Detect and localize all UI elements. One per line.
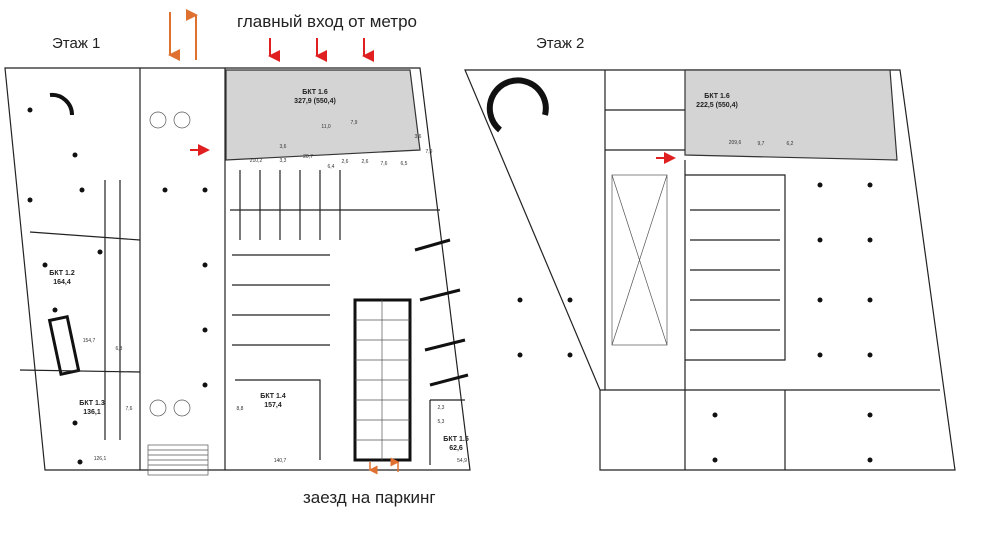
floor1-title: Этаж 1	[52, 35, 101, 52]
room-area: 7,6	[381, 161, 388, 167]
room-area: 140,7	[274, 458, 287, 464]
room-area: 3,3	[280, 158, 287, 164]
room-area: 8,8	[237, 406, 244, 412]
room-area: 7,9	[426, 149, 433, 155]
floor2-plan: БКТ 1.6 222,5 (550,4) 209,6 9,7 6,2	[464, 69, 956, 471]
room-area: 154,7	[83, 338, 96, 344]
room-area: 11,0	[321, 124, 331, 130]
parking-entrance-label: заезд на паркинг	[303, 488, 436, 507]
room-area: 210,2	[250, 158, 263, 164]
room-area: 2,6	[362, 159, 369, 165]
unit-name: БКТ 1.4	[260, 393, 286, 400]
room-area: 126,1	[94, 456, 107, 462]
unit-area: 157,4	[264, 402, 282, 409]
unit-area: 136,1	[83, 409, 101, 416]
room-area: 2,6	[342, 159, 349, 165]
entrance-arrows	[168, 9, 676, 475]
room-area: 6,2	[787, 141, 794, 147]
room-area: 6,3	[116, 346, 123, 352]
room-area: 6,4	[328, 164, 335, 170]
room-area: 5,3	[438, 419, 445, 425]
room-area: 3,6	[280, 144, 287, 150]
unit-name: БКТ 1.2	[49, 270, 75, 277]
unit-area: 222,5 (550,4)	[696, 102, 738, 109]
room-area: 209,6	[729, 140, 742, 146]
room-area: 20,7	[303, 154, 313, 160]
room-area: 9,7	[758, 141, 765, 147]
room-area: 7,9	[351, 120, 358, 126]
room-area: 6,5	[401, 161, 408, 167]
unit-area: 62,6	[449, 445, 463, 452]
unit-name: БКТ 1.6	[302, 89, 328, 96]
main-entrance-label: главный вход от метро	[237, 12, 417, 31]
room-area: 3,6	[415, 134, 422, 140]
room-area: 7,6	[126, 406, 133, 412]
unit-name: БКТ 1.5	[443, 436, 469, 443]
unit-bkt-1-6-floor1	[225, 69, 421, 161]
unit-name: БКТ 1.6	[704, 93, 730, 100]
unit-area: 327,9 (550,4)	[294, 98, 336, 105]
unit-name: БКТ 1.3	[79, 400, 105, 407]
unit-bkt-1-6-floor2	[684, 69, 898, 161]
room-area: 54,9	[457, 458, 467, 464]
room-area: 2,3	[438, 405, 445, 411]
floor2-title: Этаж 2	[536, 35, 585, 52]
unit-area: 164,4	[53, 279, 71, 286]
floor1-plan: БКТ 1.6 327,9 (550,4) БКТ 1.2 164,4 БКТ …	[4, 67, 471, 476]
